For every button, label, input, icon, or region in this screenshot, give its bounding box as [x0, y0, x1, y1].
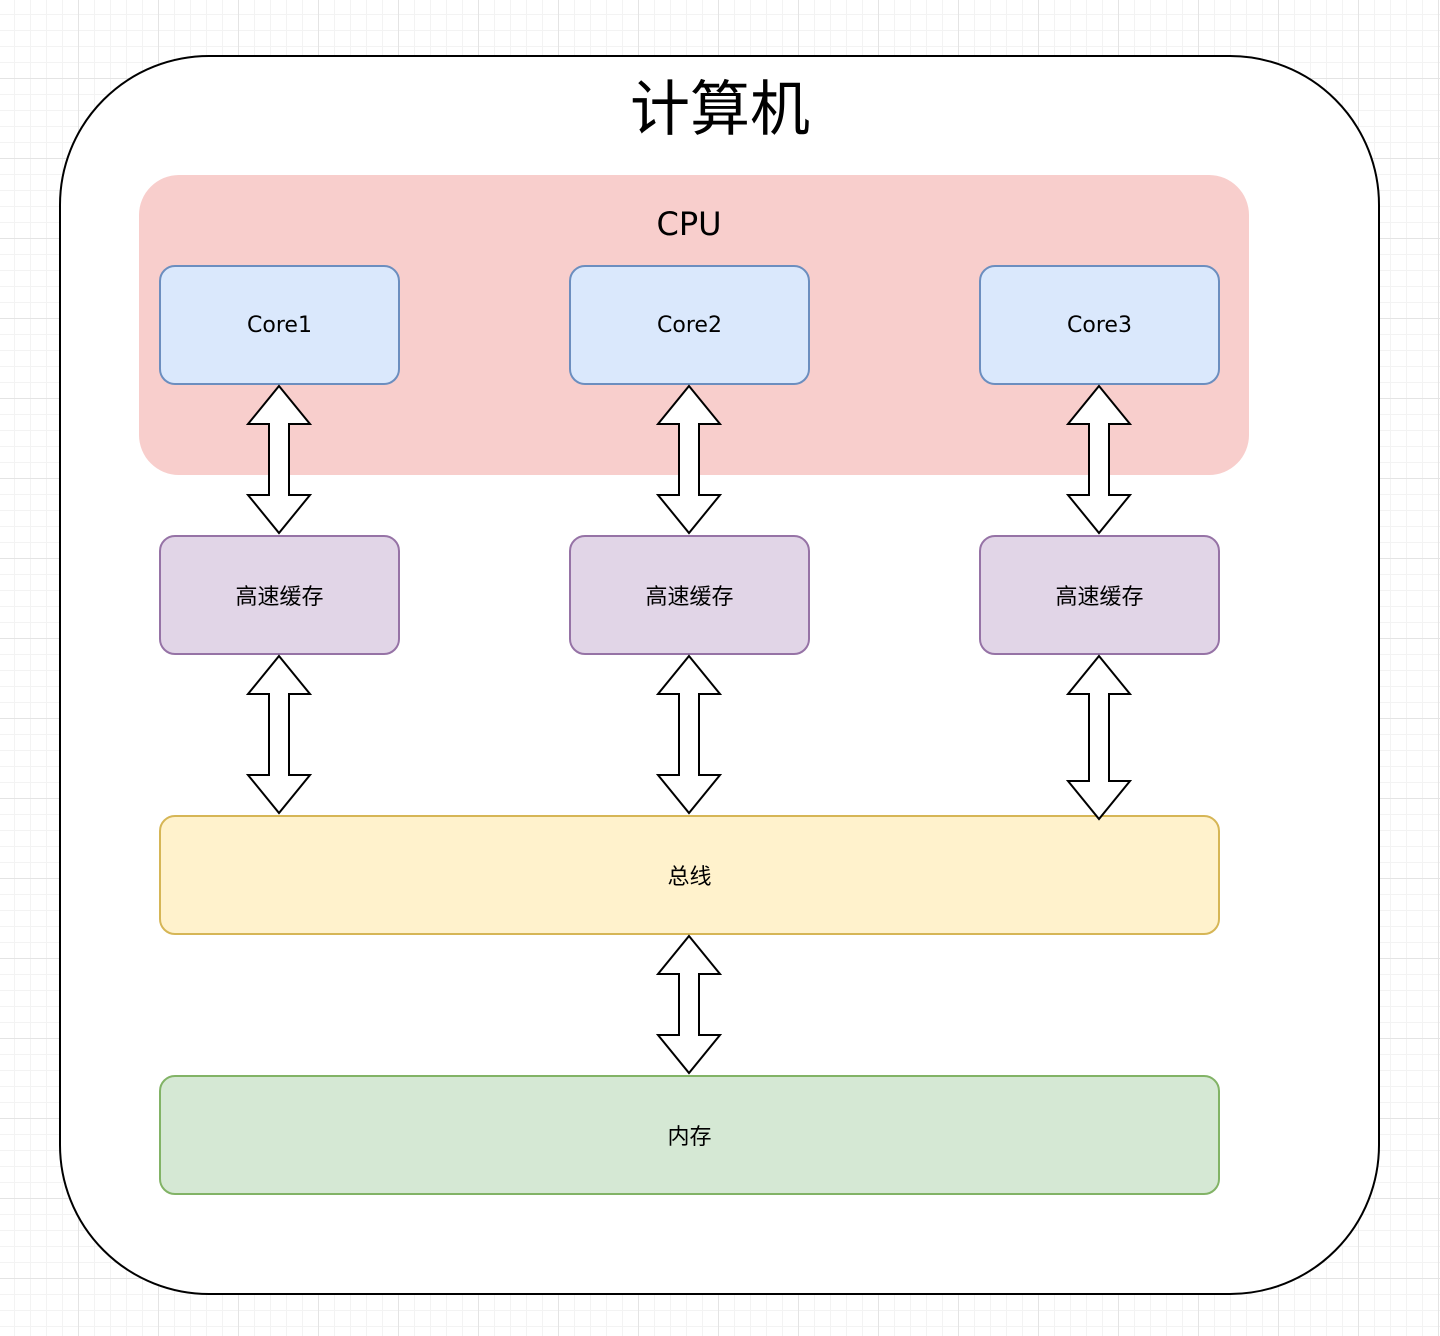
memory-box[interactable]: 内存: [159, 1075, 1220, 1195]
computer-title: 计算机: [630, 74, 810, 145]
core1-box[interactable]: Core1: [159, 265, 400, 385]
core3-box[interactable]: Core3: [979, 265, 1220, 385]
cache3-box[interactable]: 高速缓存: [979, 535, 1220, 655]
core2-box[interactable]: Core2: [569, 265, 810, 385]
cache1-box[interactable]: 高速缓存: [159, 535, 400, 655]
bus-box[interactable]: 总线: [159, 815, 1220, 935]
cpu-label: CPU: [656, 205, 722, 243]
cache2-box[interactable]: 高速缓存: [569, 535, 810, 655]
